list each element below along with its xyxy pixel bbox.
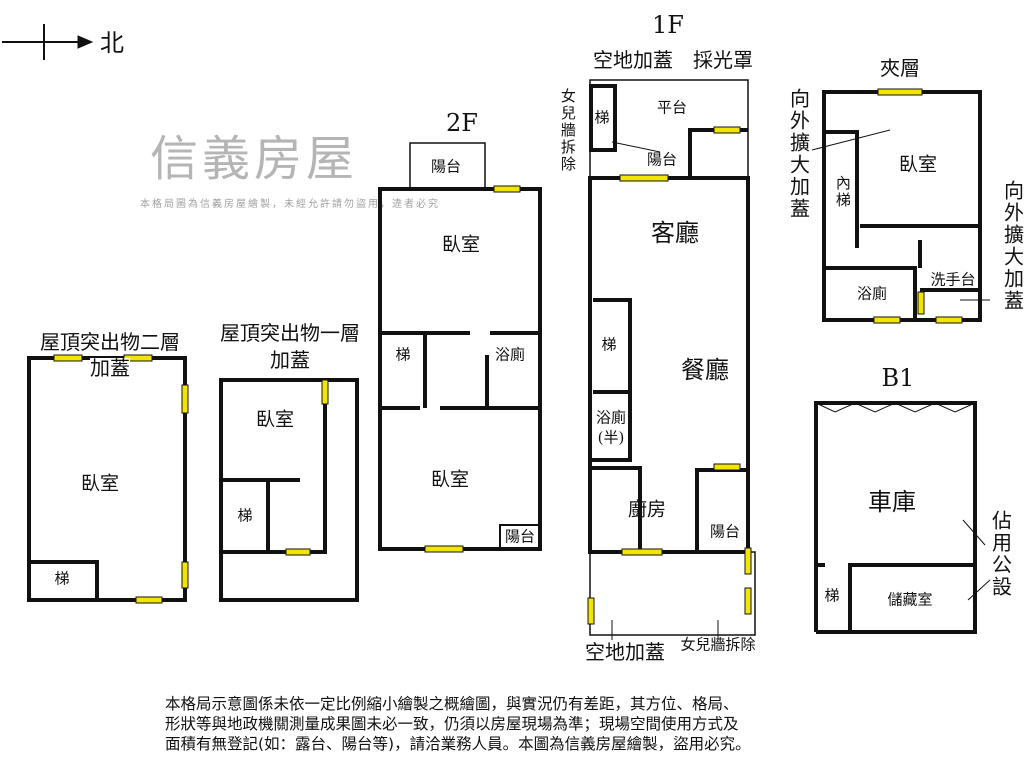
disclaimer-line: 面積有無登記(如：露台、陽台等)，請洽業務人員。本圖為信義房屋繪製，盜用必究。 — [165, 735, 751, 753]
disclaimer: 本格局示意圖係未依一定比例縮小繪製之概繪圖，與實況仍有差距，其方位、格局、 形狀… — [165, 694, 751, 754]
room-bedroom: 臥室 — [255, 408, 295, 431]
room-half-bath: 浴廁(半) — [595, 408, 626, 447]
room-bathroom: 浴廁 — [856, 284, 888, 303]
room-stairs: 梯 — [594, 108, 610, 127]
watermark-logo: 信義房屋 — [150, 131, 359, 187]
expansion-note: 向外擴大加蓋 — [786, 88, 811, 220]
room-platform: 平台 — [656, 98, 688, 117]
room-balcony: 陽台 — [504, 527, 536, 546]
room-stairs: 梯 — [395, 345, 411, 364]
room-stairs: 梯 — [824, 586, 840, 605]
expansion-note: 向外擴大加蓋 — [1000, 180, 1024, 312]
parapet-note: 女兒牆拆除 — [558, 88, 577, 173]
top-label: 空地加蓋 — [593, 48, 673, 72]
floor1-title: 1F — [652, 11, 684, 39]
roof2-subtitle: 加蓋 — [90, 356, 130, 380]
roof1-subtitle: 加蓋 — [270, 348, 310, 372]
watermark-text: 本格局圖為信義房屋繪製，未經允許請勿盜用，違者必究 — [140, 199, 440, 210]
room-bedroom: 臥室 — [430, 468, 470, 491]
room-balcony: 陽台 — [709, 522, 741, 541]
roof2-title: 屋頂突出物二層 — [40, 330, 180, 354]
room-stairs: 梯 — [237, 506, 253, 525]
room-garage: 車庫 — [868, 488, 916, 516]
room-dining: 餐廳 — [681, 356, 729, 384]
roof1-title: 屋頂突出物一層 — [220, 321, 360, 345]
room-washbasin: 洗手台 — [930, 270, 976, 289]
room-storage: 儲藏室 — [887, 590, 933, 609]
b1-title: B1 — [881, 364, 915, 392]
room-kitchen: 廚房 — [627, 498, 667, 521]
public-area-note: 佔用公設 — [988, 510, 1013, 598]
top-label: 採光罩 — [693, 48, 753, 72]
floor2-title: 2F — [446, 109, 478, 137]
room-stairs: 梯 — [54, 569, 70, 588]
disclaimer-line: 本格局示意圖係未依一定比例縮小繪製之概繪圖，與實況仍有差距，其方位、格局、 — [165, 695, 739, 713]
room-bathroom: 浴廁 — [494, 345, 526, 364]
bottom-label: 女兒牆拆除 — [680, 635, 756, 654]
mezzanine-title: 夾層 — [880, 56, 920, 80]
bottom-label: 空地加蓋 — [585, 640, 665, 664]
room-living: 客廳 — [651, 219, 699, 247]
room-balcony: 陽台 — [646, 150, 678, 169]
room-inner-stairs: 內梯 — [833, 175, 852, 209]
room-balcony: 陽台 — [430, 157, 462, 176]
room-stairs: 梯 — [601, 335, 617, 354]
disclaimer-line: 形狀等與地政機關測量成果圖未必一致，仍須以房屋現場為準；現場空間使用方式及 — [165, 715, 739, 733]
room-bedroom: 臥室 — [441, 233, 481, 256]
room-bedroom: 臥室 — [898, 153, 938, 176]
north-label: 北 — [100, 29, 124, 57]
room-bedroom: 臥室 — [80, 472, 120, 495]
